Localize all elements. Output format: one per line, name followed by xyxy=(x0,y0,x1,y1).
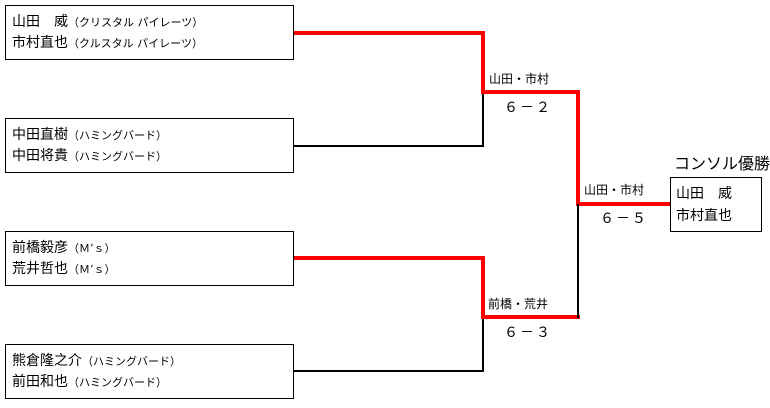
player-name: 中田将貴 xyxy=(12,148,68,164)
champion-box: 山田 威 市村直也 xyxy=(670,177,762,232)
player-club: （ハミングバード） xyxy=(68,150,167,163)
team-3-player-1: 前橋毅彦（Ｍ’ｓ） xyxy=(12,239,116,258)
sf2-loser-vertical xyxy=(482,318,484,371)
player-club: （ハミングバード） xyxy=(82,355,181,368)
final-winner-vertical xyxy=(576,90,580,206)
team-3-player-2: 荒井哲也（Ｍ’ｓ） xyxy=(12,260,116,279)
final-loser-vertical xyxy=(577,204,579,318)
team-box-4: 熊倉隆之介（ハミングバード） 前田和也（ハミングバード） xyxy=(5,344,294,399)
champion-player-2: 市村直也 xyxy=(676,208,732,224)
team-box-1: 山田 威（クリスタル パイレーツ） 市村直也（クルスタル パイレーツ） xyxy=(5,5,294,60)
player-name: 市村直也 xyxy=(12,35,68,51)
team-4-player-1: 熊倉隆之介（ハミングバード） xyxy=(12,352,181,371)
player-name: 荒井哲也 xyxy=(12,261,68,277)
player-name: 前橋毅彦 xyxy=(12,240,68,256)
team-2-player-1: 中田直樹（ハミングバード） xyxy=(12,126,167,145)
player-name: 中田直樹 xyxy=(12,127,68,143)
final-score: ６－５ xyxy=(600,211,648,227)
sf1-winner-vertical xyxy=(481,31,485,93)
final-winner-horizontal-top xyxy=(481,90,580,94)
sf1-loser-vertical xyxy=(482,93,484,146)
player-name: 熊倉隆之介 xyxy=(12,353,82,369)
team-2-player-2: 中田将貴（ハミングバード） xyxy=(12,147,167,166)
team-1-player-2: 市村直也（クルスタル パイレーツ） xyxy=(12,34,203,53)
final-winner-horizontal-out xyxy=(576,202,671,206)
player-club: （ハミングバード） xyxy=(68,376,167,389)
player-club: （クルスタル パイレーツ） xyxy=(68,37,203,50)
player-name: 山田 威 xyxy=(12,14,68,30)
player-club: （クリスタル パイレーツ） xyxy=(68,16,204,29)
sf1-loser-horizontal xyxy=(294,145,484,147)
sf1-score: ６－２ xyxy=(504,100,552,116)
team-box-3: 前橋毅彦（Ｍ’ｓ） 荒井哲也（Ｍ’ｓ） xyxy=(5,231,294,286)
final-loser-horizontal-bottom xyxy=(481,315,580,319)
player-club: （Ｍ’ｓ） xyxy=(68,263,116,276)
player-name: 前田和也 xyxy=(12,374,68,390)
sf1-winner-label: 山田・市村 xyxy=(489,72,550,86)
team-1-player-1: 山田 威（クリスタル パイレーツ） xyxy=(12,13,203,32)
sf1-winner-horizontal-in xyxy=(294,31,485,35)
team-box-2: 中田直樹（ハミングバード） 中田将貴（ハミングバード） xyxy=(5,118,294,173)
champion-title: コンソル優勝 xyxy=(674,154,770,173)
sf2-score: ６－３ xyxy=(504,325,552,341)
sf2-winner-label: 前橋・荒井 xyxy=(488,297,549,311)
champion-player-1: 山田 威 xyxy=(676,186,732,202)
sf2-loser-horizontal xyxy=(294,370,484,372)
player-club: （Ｍ’ｓ） xyxy=(68,242,116,255)
sf2-winner-horizontal-in xyxy=(294,256,485,260)
team-4-player-2: 前田和也（ハミングバード） xyxy=(12,373,167,392)
final-winner-label: 山田・市村 xyxy=(584,183,645,197)
sf2-winner-vertical xyxy=(481,256,485,318)
player-club: （ハミングバード） xyxy=(68,129,167,142)
